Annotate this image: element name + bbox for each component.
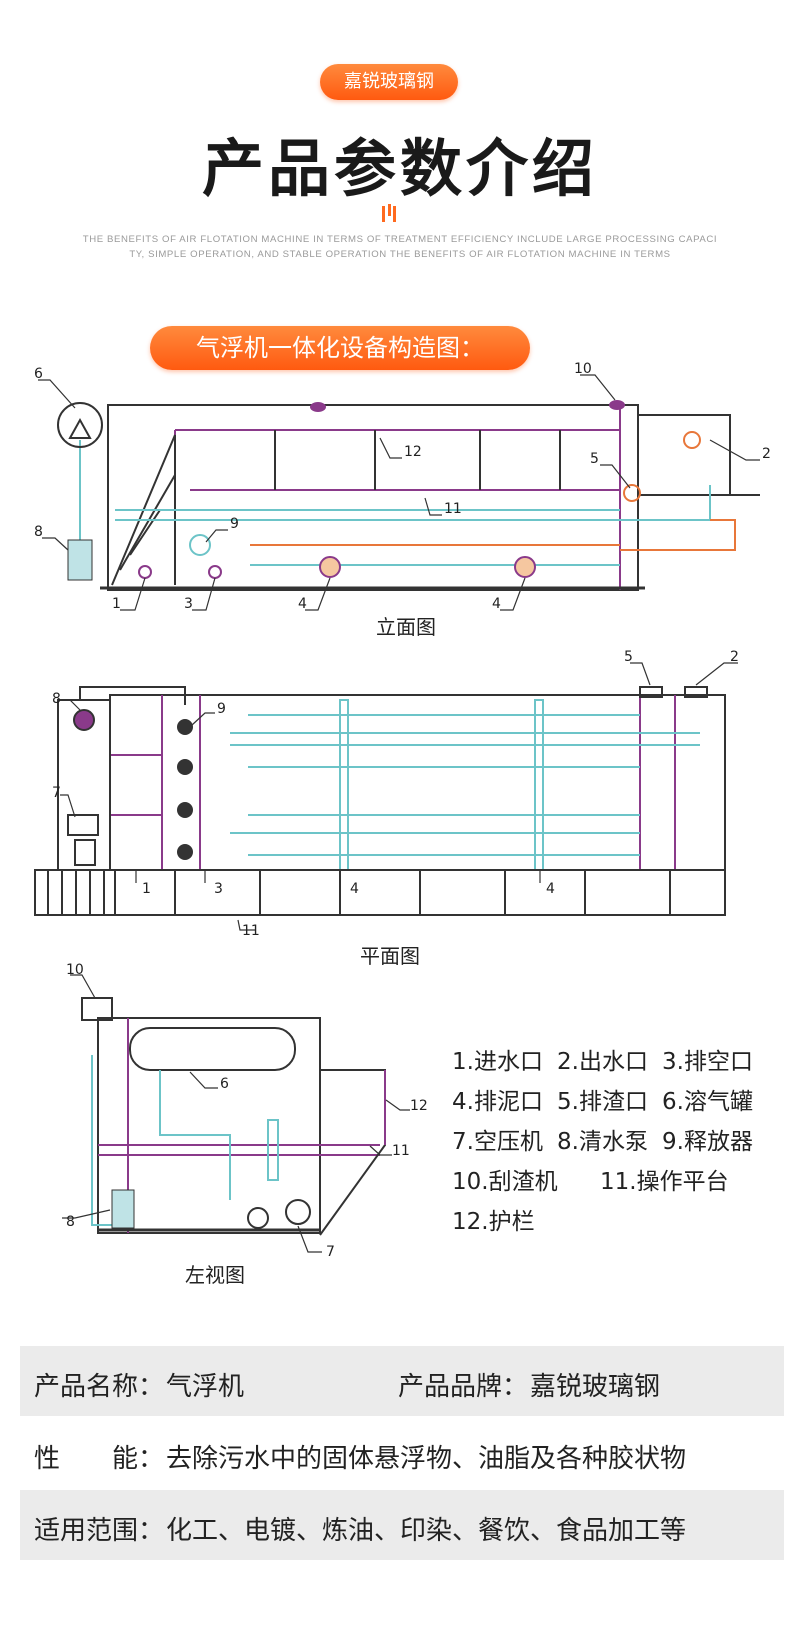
spec-value: 嘉锐玻璃钢 xyxy=(530,1372,661,1402)
svg-text:10: 10 xyxy=(66,962,84,978)
svg-text:3: 3 xyxy=(214,881,223,897)
svg-text:3: 3 xyxy=(184,596,193,612)
svg-text:12: 12 xyxy=(404,444,422,460)
legend-item: 2.出水口 xyxy=(557,1049,648,1075)
spec-row-scope: 适用范围： 化工、电镀、炼油、印染、餐饮、食品加工等 xyxy=(20,1490,784,1560)
legend-item: 3.排空口 xyxy=(662,1049,753,1075)
legend-item: 11.操作平台 xyxy=(600,1169,729,1195)
svg-text:11: 11 xyxy=(242,923,260,939)
elevation-caption: 立面图 xyxy=(376,615,436,639)
spec-row-name: 产品名称： 气浮机 产品品牌： 嘉锐玻璃钢 xyxy=(20,1346,784,1416)
legend-item: 1.进水口 xyxy=(452,1049,543,1075)
svg-text:2: 2 xyxy=(730,649,739,665)
legend-item: 10.刮渣机 xyxy=(452,1169,558,1195)
side-view-drawing: 10 6 12 11 8 7 左视图 xyxy=(62,962,428,1287)
spec-label: 适用范围： xyxy=(34,1516,165,1546)
svg-text:4: 4 xyxy=(350,881,359,897)
elevation-drawing: 6 10 2 5 12 11 9 8 1 3 4 4 立面图 xyxy=(34,361,771,639)
legend-item: 6.溶气罐 xyxy=(662,1089,753,1115)
plan-caption: 平面图 xyxy=(360,944,420,968)
legend-item: 9.释放器 xyxy=(662,1129,753,1155)
legend-item: 5.排渣口 xyxy=(557,1089,648,1115)
svg-text:6: 6 xyxy=(220,1076,229,1092)
legend-item: 4.排泥口 xyxy=(452,1089,543,1115)
spec-value: 气浮机 xyxy=(166,1372,245,1402)
svg-text:8: 8 xyxy=(66,1214,75,1230)
svg-text:4: 4 xyxy=(546,881,555,897)
svg-text:11: 11 xyxy=(444,501,462,517)
page-title: 产品参数介绍 xyxy=(201,132,598,205)
legend-item: 8.清水泵 xyxy=(557,1129,648,1155)
spec-label: 能： xyxy=(112,1444,165,1474)
svg-text:9: 9 xyxy=(217,701,226,717)
svg-text:2: 2 xyxy=(762,446,771,462)
svg-text:5: 5 xyxy=(590,451,599,467)
spec-value: 去除污水中的固体悬浮物、油脂及各种胶状物 xyxy=(166,1444,687,1474)
svg-text:7: 7 xyxy=(326,1244,335,1260)
plan-drawing: 8 9 5 2 7 1 3 4 4 11 平面图 xyxy=(34,649,739,968)
legend-item: 7.空压机 xyxy=(452,1129,543,1155)
svg-text:4: 4 xyxy=(298,596,307,612)
spec-label: 产品名称： xyxy=(34,1372,165,1402)
side-view-caption: 左视图 xyxy=(185,1263,245,1287)
svg-text:1: 1 xyxy=(142,881,151,897)
svg-text:8: 8 xyxy=(34,524,43,540)
svg-text:9: 9 xyxy=(230,516,239,532)
title-accent-icon xyxy=(382,204,396,222)
svg-text:10: 10 xyxy=(574,361,592,377)
brand-badge: 嘉锐玻璃钢 xyxy=(320,64,458,100)
subtitle: THE BENEFITS OF AIR FLOTATION MACHINE IN… xyxy=(82,234,718,260)
svg-text:6: 6 xyxy=(34,366,43,382)
svg-text:7: 7 xyxy=(52,785,61,801)
svg-text:8: 8 xyxy=(52,691,61,707)
svg-text:11: 11 xyxy=(392,1143,410,1159)
svg-text:12: 12 xyxy=(410,1098,428,1114)
svg-text:1: 1 xyxy=(112,596,121,612)
svg-text:4: 4 xyxy=(492,596,501,612)
spec-label: 性 xyxy=(34,1444,61,1474)
spec-label: 产品品牌： xyxy=(398,1372,529,1402)
svg-text:5: 5 xyxy=(624,649,633,665)
section-title: 气浮机一体化设备构造图： xyxy=(150,326,530,370)
legend-item: 12.护栏 xyxy=(452,1209,535,1235)
spec-value: 化工、电镀、炼油、印染、餐饮、食品加工等 xyxy=(166,1516,687,1546)
spec-row-performance: 性 能： 去除污水中的固体悬浮物、油脂及各种胶状物 xyxy=(20,1418,784,1488)
